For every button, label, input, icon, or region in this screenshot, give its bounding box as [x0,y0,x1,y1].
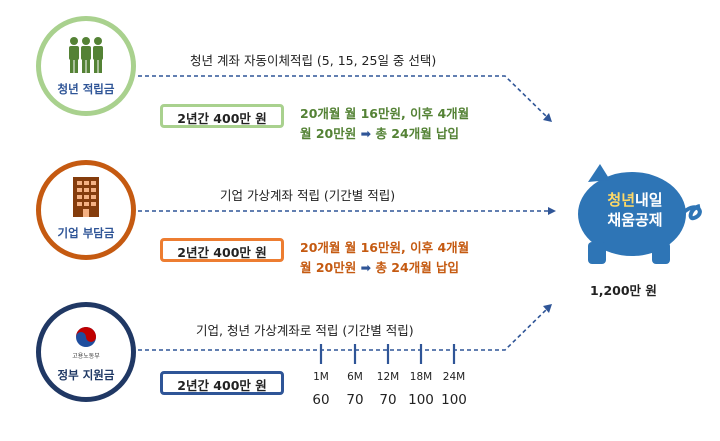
schedule-amount: 70 [379,392,397,408]
youth-desc-line1: 20개월 월 16만원, 이후 4개월 [300,106,470,121]
government-amount-box: 2년간 400만 원 [160,371,284,395]
company-desc-total: 총 24개월 납입 [375,260,460,275]
destination-name-rest: 내일 [635,191,663,209]
schedule-amount: 100 [441,392,467,408]
schedule-month: 18M [409,371,433,383]
connector-government [138,307,549,351]
youth-amount-box: 2년간 400만 원 [160,104,284,128]
youth-desc-total: 총 24개월 납입 [375,126,460,141]
government-support-circle: 고용노동부 정부 지원금 [36,302,136,402]
company-desc-monthly: 월 20만원 [300,260,357,275]
company-description: 20개월 월 16만원, 이후 4개월 월 20만원 ➡ 총 24개월 납입 [300,238,469,278]
schedule-amount: 60 [312,392,330,408]
schedule-amount: 100 [408,392,434,408]
company-amount-box: 2년간 400만 원 [160,238,284,262]
youth-savings-label: 청년 적립금 [57,82,115,96]
youth-step-label: 청년 계좌 자동이체적립 (5, 15, 25일 중 선택) [190,53,437,68]
company-step-label: 기업 가상계좌 적립 (기간별 적립) [220,188,396,203]
youth-description: 20개월 월 16만원, 이후 4개월 월 20만원 ➡ 총 24개월 납입 [300,104,469,144]
piggy-bank-icon [578,164,702,264]
schedule-month: 12M [376,371,400,383]
building-icon [73,177,99,217]
youth-savings-circle: 청년 적립금 [36,16,136,116]
company-contribution-circle: 기업 부담금 [36,160,136,260]
destination-name-line2: 채움공제 [607,211,663,229]
people-icon [69,37,103,73]
government-step-label: 기업, 청년 가상계좌로 적립 (기간별 적립) [196,323,414,338]
arrowhead-government [543,304,552,313]
youth-desc-monthly: 월 20만원 [300,126,357,141]
schedule-month: 1M [313,371,329,383]
schedule-amount: 70 [346,392,364,408]
company-contribution-label: 기업 부담금 [57,226,115,240]
arrowhead-company [548,207,556,215]
government-support-label: 정부 지원금 [57,368,115,382]
arrow-right-icon: ➡ [360,260,372,275]
destination-name-highlight: 청년 [607,191,635,209]
government-logo-icon [76,327,96,347]
arrow-right-icon: ➡ [360,126,372,141]
destination-name: 청년내일 채움공제 [580,190,690,230]
arrowhead-youth [543,113,552,122]
destination-total: 1,200만 원 [590,283,657,298]
schedule-month: 24M [442,371,466,383]
government-logo-text: 고용노동부 [72,353,100,360]
schedule-month: 6M [347,371,363,383]
connector-youth [138,75,549,119]
company-desc-line1: 20개월 월 16만원, 이후 4개월 [300,240,470,255]
